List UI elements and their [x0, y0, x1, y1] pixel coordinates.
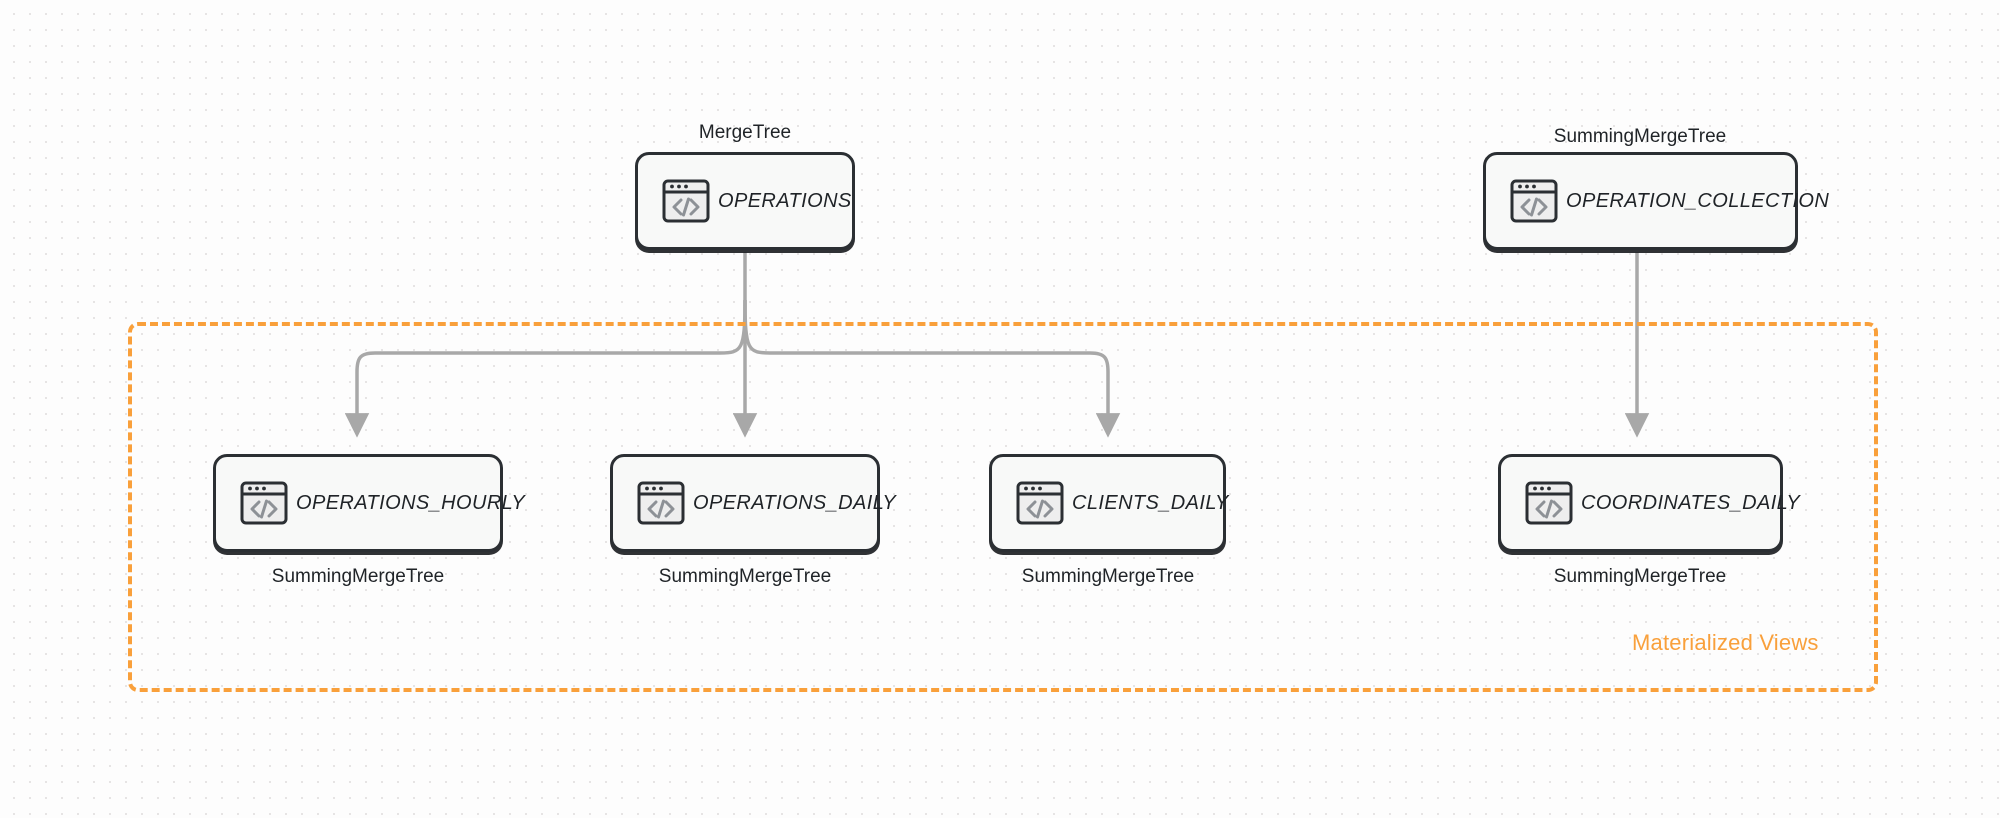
node-label: OPERATIONS_DAILY — [693, 491, 897, 514]
node-label: OPERATION_COLLECTION — [1566, 189, 1830, 212]
node-label: OPERATIONS_HOURLY — [296, 491, 526, 514]
caption-coordinates-daily-engine: SummingMergeTree — [1553, 566, 1727, 587]
code-window-icon — [1508, 175, 1560, 227]
code-window-icon — [1014, 477, 1066, 529]
caption-operations-engine: MergeTree — [698, 122, 792, 143]
code-window-icon — [238, 477, 290, 529]
node-label: COORDINATES_DAILY — [1581, 491, 1801, 514]
node-operation-collection[interactable]: OPERATION_COLLECTION — [1483, 152, 1829, 250]
node-label: OPERATIONS — [718, 189, 852, 212]
node-operations[interactable]: OPERATIONS — [635, 152, 855, 250]
code-window-icon — [635, 477, 687, 529]
code-window-icon — [660, 175, 712, 227]
caption-operations-hourly-engine: SummingMergeTree — [271, 566, 445, 587]
materialized-views-label: Materialized Views — [1632, 630, 1819, 655]
caption-operation-collection-engine: SummingMergeTree — [1553, 126, 1727, 147]
node-coordinates-daily[interactable]: COORDINATES_DAILY — [1498, 454, 1800, 552]
node-operations-hourly[interactable]: OPERATIONS_HOURLY — [213, 454, 525, 552]
code-window-icon — [1523, 477, 1575, 529]
caption-clients-daily-engine: SummingMergeTree — [1021, 566, 1195, 587]
node-clients-daily[interactable]: CLIENTS_DAILY — [989, 454, 1228, 552]
node-operations-daily[interactable]: OPERATIONS_DAILY — [610, 454, 896, 552]
node-label: CLIENTS_DAILY — [1072, 491, 1229, 514]
caption-operations-daily-engine: SummingMergeTree — [658, 566, 832, 587]
